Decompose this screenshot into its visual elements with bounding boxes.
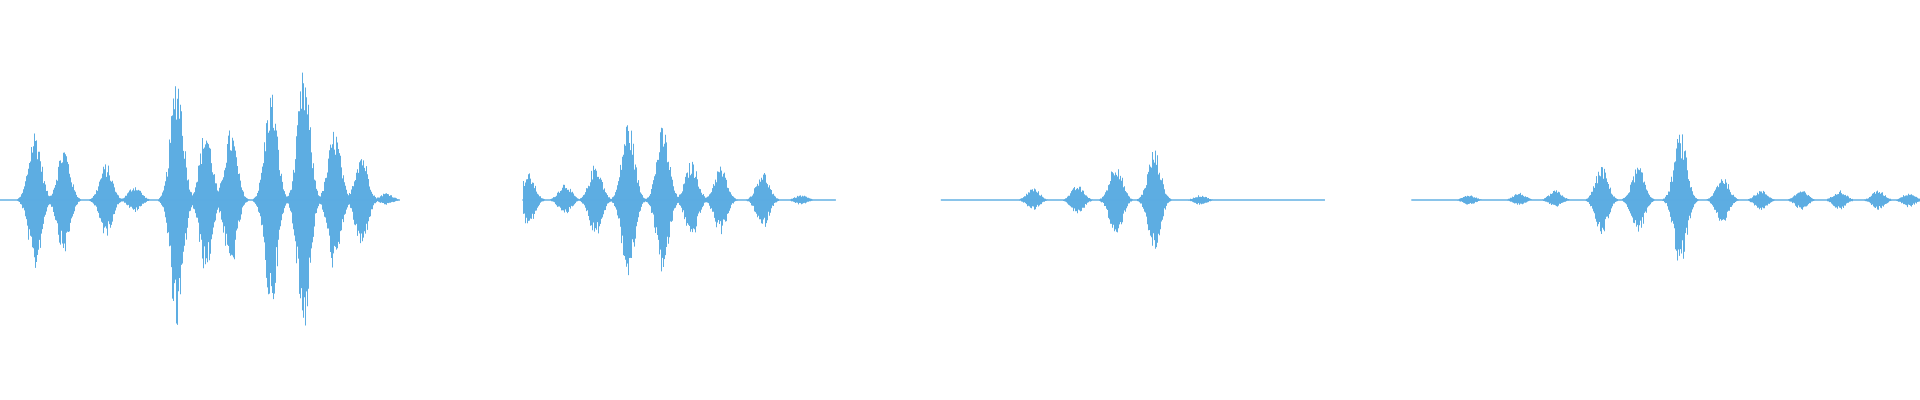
- waveform-shape-group: [0, 72, 1920, 326]
- waveform-trace: [0, 72, 1920, 326]
